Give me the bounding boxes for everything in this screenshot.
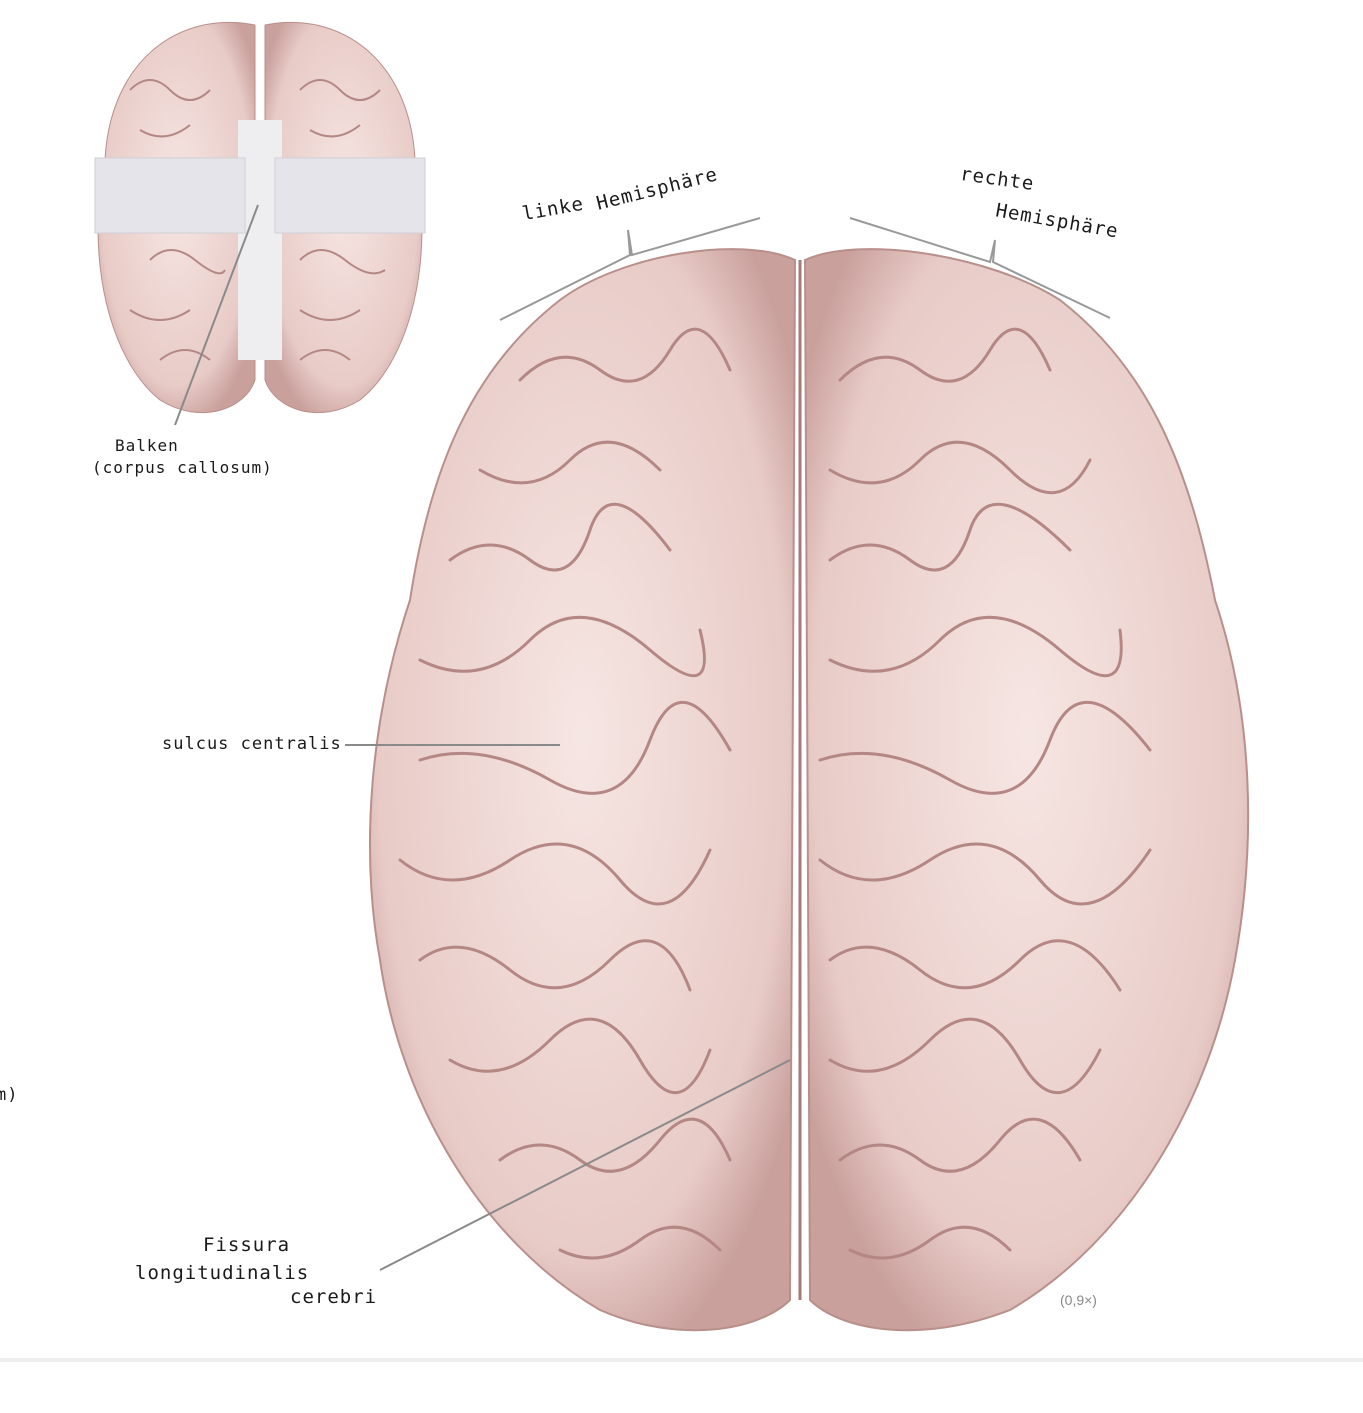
label-fissura: Fissura bbox=[203, 1234, 291, 1256]
label-cutoff-fragment: m) bbox=[0, 1085, 19, 1105]
scale-label: (0,9×) bbox=[1060, 1292, 1097, 1308]
large-brain-top-view bbox=[369, 248, 1250, 1332]
label-cerebri: cerebri bbox=[290, 1286, 378, 1308]
label-corpus-callosum: (corpus callosum) bbox=[92, 458, 273, 477]
cut-band-left bbox=[94, 157, 246, 234]
left-hemisphere bbox=[369, 248, 797, 1332]
small-brain-with-corpus-callosum bbox=[94, 21, 426, 426]
balken-leader-line bbox=[174, 204, 259, 426]
right-hemisphere-bracket bbox=[849, 217, 1111, 319]
left-hemisphere-bracket bbox=[499, 217, 761, 321]
label-balken: Balken bbox=[115, 436, 179, 455]
label-longitudinalis: longitudinalis bbox=[135, 1262, 310, 1284]
fissura-leader-line bbox=[379, 1059, 791, 1271]
label-sulcus-centralis: sulcus centralis bbox=[162, 734, 342, 754]
cut-band-right bbox=[274, 157, 426, 234]
right-hemisphere bbox=[803, 248, 1250, 1332]
